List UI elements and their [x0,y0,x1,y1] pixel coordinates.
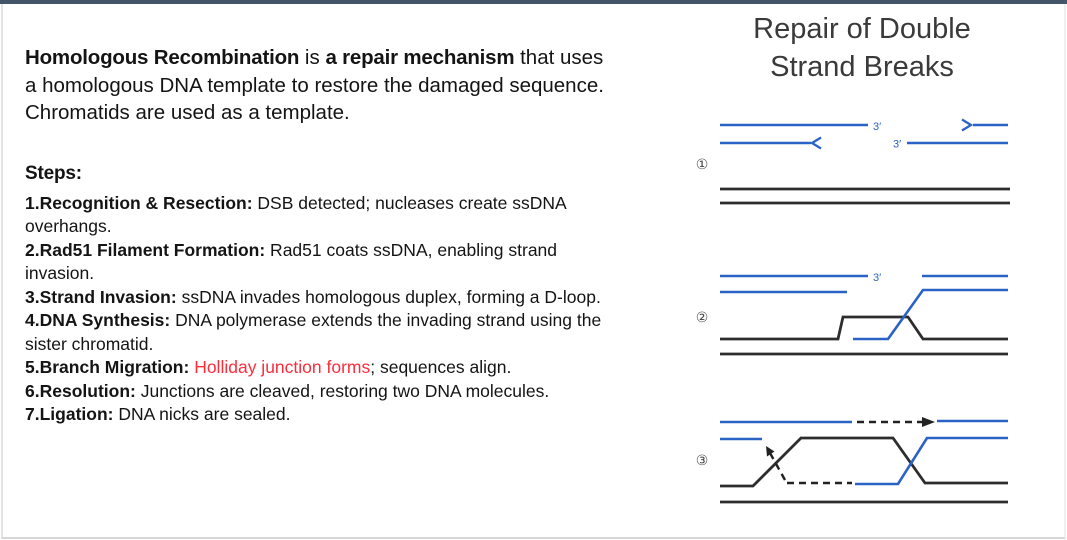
step-text: Rad51 coats ssDNA, enabling strand invas… [25,239,558,284]
stage-1-marker: ① [696,157,709,173]
diagram-title-line2: Strand Breaks [770,51,954,83]
step-item-3: 3.Strand Invasion: ssDNA invades homolog… [25,286,617,310]
intro-text: that uses a homologous DNA template to r… [25,46,604,124]
content-area: Homologous Recombination is a repair mec… [25,44,665,427]
step-label: 4.DNA Synthesis: [25,310,171,330]
steps-list: 1.Recognition & Resection: DSB detected;… [25,192,617,427]
intro-paragraph: Homologous Recombination is a repair mec… [25,44,613,127]
step-item-5: 5.Branch Migration: Holliday junction fo… [25,356,617,380]
synthesis-arrowhead-icon [922,417,935,427]
step-text: DNA nicks are sealed. [113,404,291,424]
steps-heading: Steps: [25,162,82,184]
dsb-repair-diagram: ① 3′ 3′ ② 3′ ③ [696,118,1010,504]
three-prime-label: 3′ [873,121,881,133]
step-item-6: 6.Resolution: Junctions are cleaved, res… [25,380,617,404]
branch-migration-arrowhead-icon [766,446,775,457]
intro-text: is [299,46,326,69]
holliday-junction-crossover-strand [855,436,1008,486]
step-label: 3.Strand Invasion: [25,286,177,307]
bold-term-repair-mechanism: a repair mechanism [325,46,515,69]
branch-migration-dashed-line [768,452,787,481]
bold-term-homologous-recombination: Homologous Recombination [25,46,300,69]
step-label: 7.Ligation: [25,404,114,424]
slide-accent-bar [0,0,1067,4]
step-label: 6.Resolution: [25,380,136,401]
diagram-stage-3: ③ [696,417,1008,504]
diagram-stage-1: ① 3′ 3′ [696,118,1010,205]
stage-3-marker: ③ [696,453,709,469]
step-text: DNA polymerase extends the invading stra… [25,310,602,354]
step-item-1: 1.Recognition & Resection: DSB detected;… [25,192,617,239]
step-text: ssDNA invades homologous duplex, forming… [176,286,601,307]
invading-strand [853,288,1008,341]
holliday-junction-highlight: Holliday junction forms [189,357,371,377]
step-text: DSB detected; nucleases create ssDNA ove… [25,192,566,237]
diagram-stage-2: ② 3′ [696,272,1008,356]
step-item-2: 2.Rad51 Filament Formation: Rad51 coats … [25,239,617,286]
diagram-title-line1: Repair of Double [753,13,971,45]
step-item-7: 7.Ligation: DNA nicks are sealed. [25,403,617,427]
step-label: 5.Branch Migration: [25,357,190,377]
step-label: 1.Recognition & Resection: [25,192,253,213]
step-text: ; sequences align. [370,357,512,377]
three-prime-label: 3′ [873,272,881,284]
diagram-title: Repair of Double Strand Breaks [688,10,1036,86]
right-arrowhead-icon [961,118,974,132]
crossed-template-strand [720,436,1008,488]
stage-2-marker: ② [696,310,709,326]
left-arrowhead-icon [809,136,822,150]
step-label: 2.Rad51 Filament Formation: [25,239,266,260]
dloop-displaced-template-strand [720,315,1008,341]
three-prime-label: 3′ [893,139,901,151]
step-text: Junctions are cleaved, restoring two DNA… [135,380,550,401]
step-item-4: 4.DNA Synthesis: DNA polymerase extends … [25,309,617,356]
